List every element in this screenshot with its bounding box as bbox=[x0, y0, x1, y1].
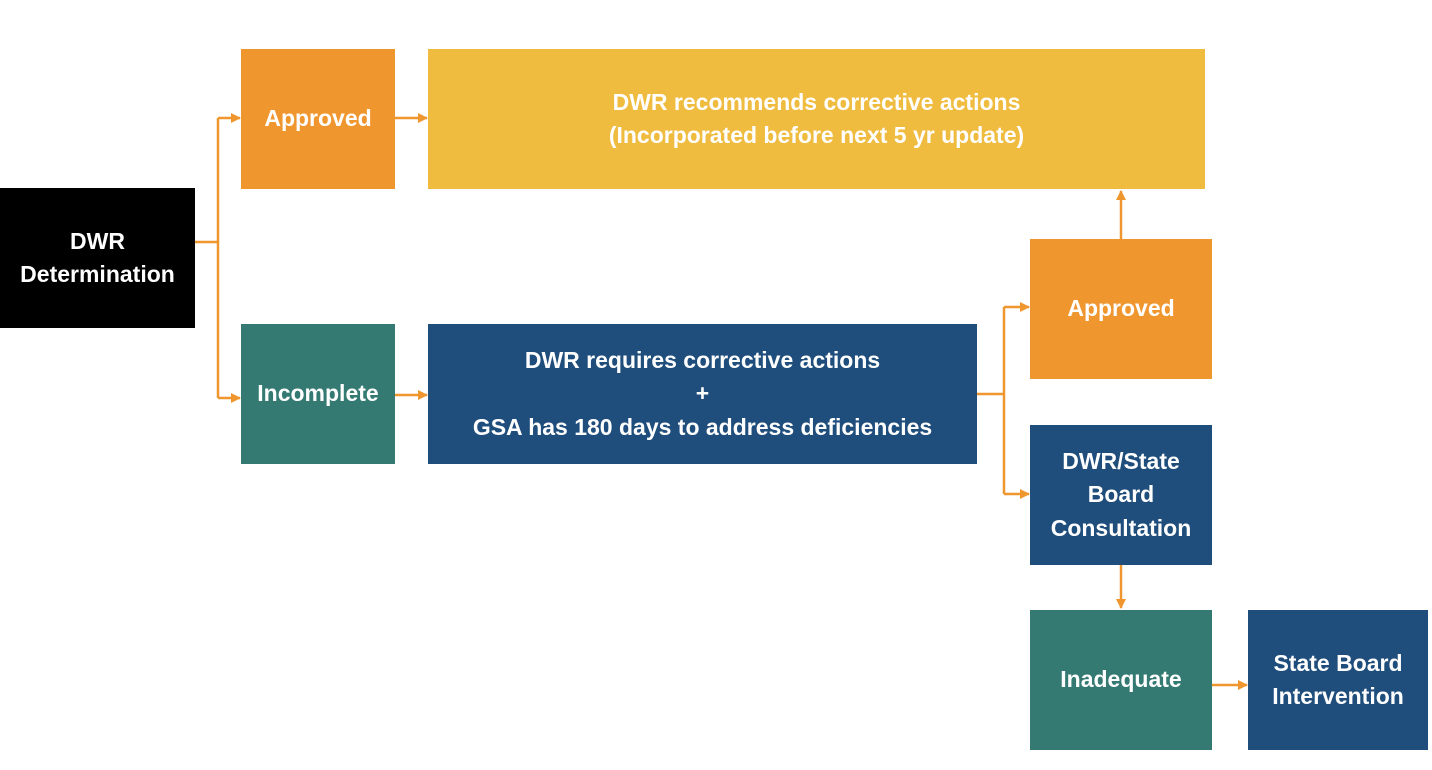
node-label-line: (Incorporated before next 5 yr update) bbox=[608, 122, 1025, 148]
node-label-line: DWR bbox=[70, 227, 125, 254]
node-label-line: State Board bbox=[1273, 649, 1403, 676]
node-label-line: Intervention bbox=[1272, 683, 1404, 709]
node-label-line: Board bbox=[1087, 481, 1155, 508]
dwr-recommends-node: DWR recommends corrective actions (Incor… bbox=[428, 49, 1205, 189]
intervention-node: State Board Intervention bbox=[1248, 610, 1428, 750]
approved-right-node: Approved bbox=[1030, 239, 1212, 379]
dwr-determination-node: DWR Determination bbox=[0, 188, 195, 328]
approved-top-node: Approved bbox=[241, 49, 395, 189]
incomplete-node: Incomplete bbox=[241, 324, 395, 464]
node-label-line: Inadequate bbox=[1060, 666, 1182, 693]
consultation-node: DWR/State Board Consultation bbox=[1030, 425, 1212, 565]
node-label-line: Approved bbox=[264, 105, 372, 132]
dwr-requires-node: DWR requires corrective actions + GSA ha… bbox=[428, 324, 977, 464]
node-label-line: DWR recommends corrective actions bbox=[612, 88, 1021, 115]
node-label-line: GSA has 180 days to address deficiencies bbox=[472, 413, 933, 440]
node-label-line: Determination bbox=[20, 261, 175, 287]
node-label-line: DWR/State bbox=[1062, 447, 1180, 474]
node-label-line: + bbox=[695, 380, 710, 407]
node-label-line: Consultation bbox=[1050, 514, 1192, 541]
node-label-line: Approved bbox=[1067, 295, 1175, 322]
node-label-line: DWR requires corrective actions bbox=[524, 346, 881, 373]
node-label-line: Incomplete bbox=[257, 380, 379, 407]
inadequate-node: Inadequate bbox=[1030, 610, 1212, 750]
